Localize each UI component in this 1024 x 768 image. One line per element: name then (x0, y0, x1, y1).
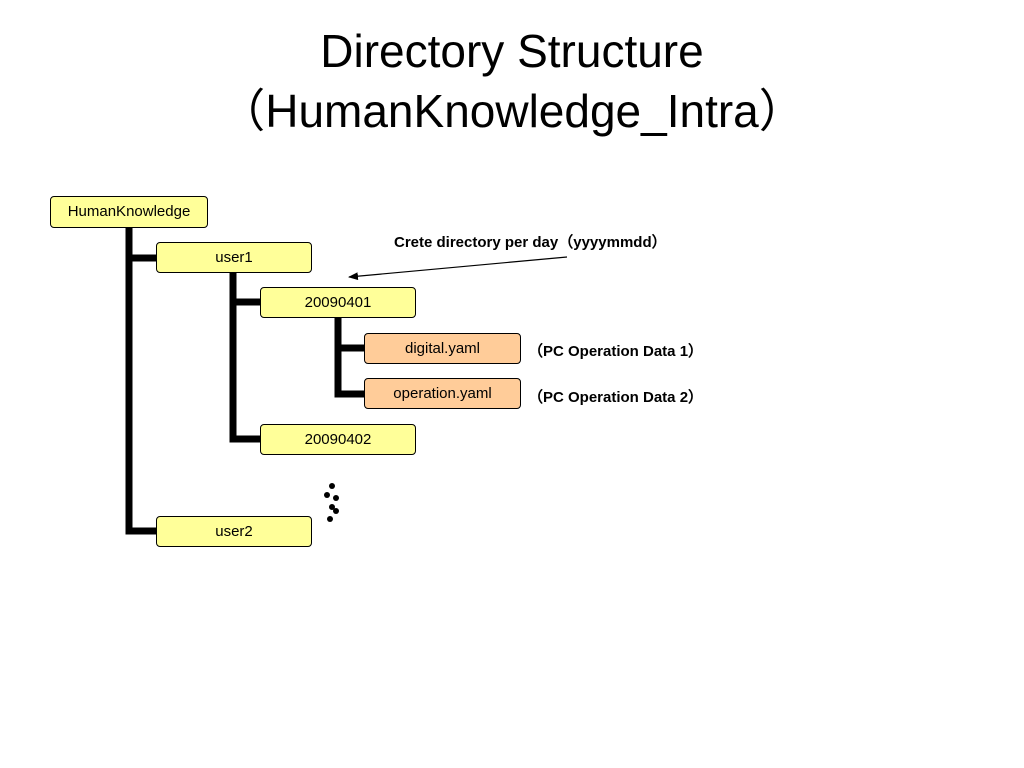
slide-subtitle: （HumanKnowledge_Intra） (219, 85, 805, 137)
annotation-arrow (348, 256, 568, 281)
folder-node-20090401[interactable]: 20090401 (260, 287, 416, 318)
folder-node-20090402[interactable]: 20090402 (260, 424, 416, 455)
folder-node-root[interactable]: HumanKnowledge (50, 196, 208, 228)
slide-title: Directory Structure (320, 25, 704, 77)
folder-node-user2[interactable]: user2 (156, 516, 312, 547)
folder-node-user1[interactable]: user1 (156, 242, 312, 273)
connector-root-to-users (125, 228, 156, 535)
file-node-operation-yaml[interactable]: operation.yaml (364, 378, 521, 409)
connector-user1-to-dates (229, 272, 260, 443)
file-node-digital-yaml[interactable]: digital.yaml (364, 333, 521, 364)
annotation-file2: （PC Operation Data 2） (528, 389, 704, 406)
annotation-per-day: Crete directory per day（yyyymmdd） (394, 234, 667, 251)
connector-date-to-files (334, 318, 364, 398)
ellipsis-dots (324, 483, 339, 522)
annotation-file1: （PC Operation Data 1） (528, 343, 704, 360)
